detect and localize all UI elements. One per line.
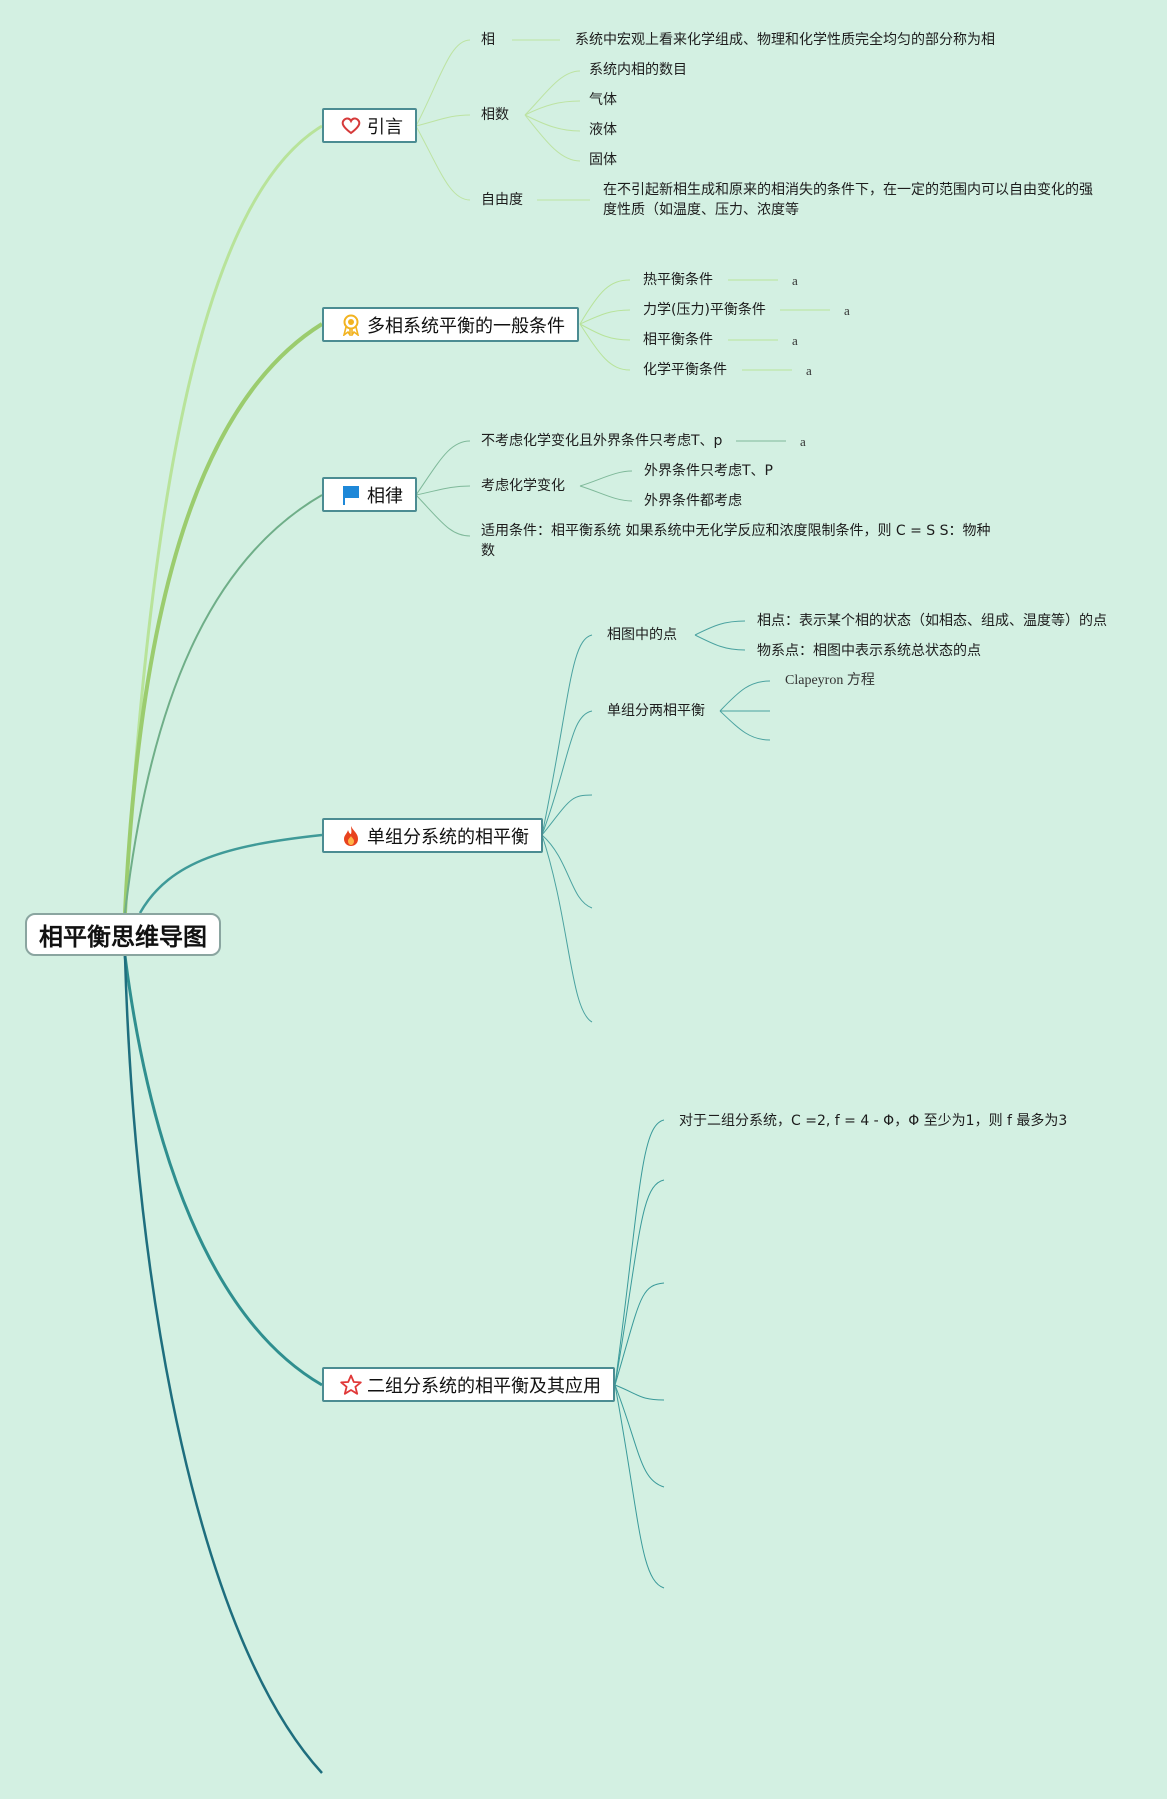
topic-phase-rule-label: 相律 (367, 485, 403, 507)
intro-dof[interactable]: 自由度 (481, 192, 523, 208)
intro-phase-count[interactable]: 相数 (481, 107, 509, 123)
intro-phase-def[interactable]: 系统中宏观上看来化学组成、物理和化学性质完全均匀的部分称为相 (575, 32, 995, 48)
topic-phase-rule[interactable]: 相律 (322, 477, 417, 512)
equilibrium-item[interactable]: 热平衡条件 (643, 272, 713, 288)
intro-phase[interactable]: 相 (481, 32, 495, 48)
equilibrium-item[interactable]: 相平衡条件 (643, 332, 713, 348)
equilibrium-item[interactable]: 化学平衡条件 (643, 362, 727, 378)
equilibrium-note[interactable]: a (792, 333, 798, 348)
topic-binary-component[interactable]: 二组分系统的相平衡及其应用 (322, 1367, 615, 1402)
branch-line-extra (123, 955, 323, 1774)
branch-line-single (138, 833, 323, 914)
intro-count-item[interactable]: 系统内相的数目 (589, 62, 687, 78)
single-points-item[interactable]: 物系点：相图中表示系统总状态的点 (757, 643, 981, 659)
single-two-phase-item[interactable]: Clapeyron 方程 (785, 673, 875, 688)
topic-single-component-label: 单组分系统的相平衡 (367, 826, 529, 848)
topic-equilibrium-label: 多相系统平衡的一般条件 (367, 315, 565, 337)
fire-icon (340, 825, 362, 847)
topic-single-component[interactable]: 单组分系统的相平衡 (322, 818, 543, 853)
branch-line-equilibrium (123, 322, 324, 914)
phase-rule-no-chem[interactable]: 不考虑化学变化且外界条件只考虑T、p (481, 433, 723, 449)
branch-line-phase-rule (124, 494, 323, 914)
topic-binary-component-label: 二组分系统的相平衡及其应用 (367, 1375, 601, 1397)
phase-rule-with-chem-item[interactable]: 外界条件只考虑T、P (644, 463, 773, 479)
phase-rule-with-chem[interactable]: 考虑化学变化 (481, 478, 565, 494)
star-icon (340, 1374, 362, 1396)
topic-intro-label: 引言 (367, 116, 403, 138)
intro-count-item[interactable]: 固体 (589, 152, 617, 168)
branch-line-binary (123, 955, 323, 1387)
intro-count-item[interactable]: 液体 (589, 122, 617, 138)
flag-icon (340, 484, 362, 506)
intro-dof-def[interactable]: 在不引起新相生成和原来的相消失的条件下，在一定的范围内可以自由变化的强度性质（如… (603, 182, 1093, 218)
single-two-phase[interactable]: 单组分两相平衡 (607, 703, 705, 719)
intro-count-item[interactable]: 气体 (589, 92, 617, 108)
equilibrium-item[interactable]: 力学(压力)平衡条件 (643, 302, 766, 318)
branch-line-intro (123, 124, 323, 914)
topic-equilibrium[interactable]: 多相系统平衡的一般条件 (322, 307, 579, 342)
equilibrium-note[interactable]: a (806, 363, 812, 378)
binary-first-item[interactable]: 对于二组分系统，C =2, f = 4 - Φ，Φ 至少为1，则 f 最多为3 (679, 1113, 1068, 1129)
single-points[interactable]: 相图中的点 (607, 627, 677, 643)
equilibrium-note[interactable]: a (844, 303, 850, 318)
heart-icon (340, 115, 362, 137)
phase-rule-applicable[interactable]: 适用条件：相平衡系统 如果系统中无化学反应和浓度限制条件，则 C = S S：物… (481, 523, 991, 559)
equilibrium-note[interactable]: a (792, 273, 798, 288)
phase-rule-with-chem-item[interactable]: 外界条件都考虑 (644, 493, 742, 509)
root-node[interactable]: 相平衡思维导图 (25, 913, 221, 956)
single-points-item[interactable]: 相点：表示某个相的状态（如相态、组成、温度等）的点 (757, 613, 1107, 629)
root-title: 相平衡思维导图 (39, 923, 207, 951)
phase-rule-no-chem-note[interactable]: a (800, 434, 806, 449)
award-ribbon-icon (340, 314, 362, 336)
topic-intro[interactable]: 引言 (322, 108, 417, 143)
